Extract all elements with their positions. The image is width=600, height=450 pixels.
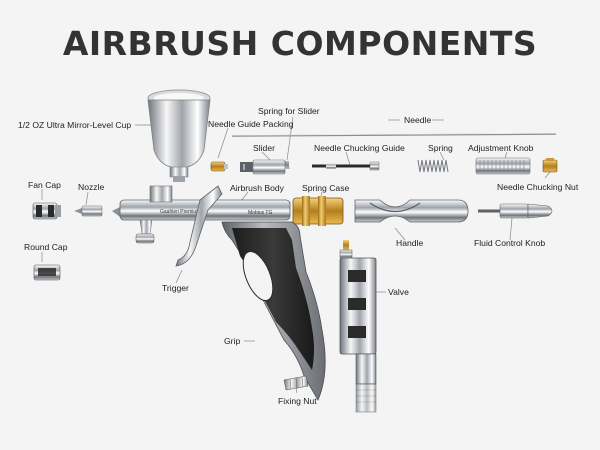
- label-spring: Spring: [428, 143, 453, 153]
- trigger: [175, 185, 223, 267]
- needle: [231, 133, 557, 137]
- leader-lines: [41, 116, 551, 394]
- label-fixing-nut: Fixing Nut: [278, 396, 317, 406]
- label-handle: Handle: [396, 238, 424, 248]
- paint-cup: [147, 89, 211, 182]
- label-trigger: Trigger: [162, 283, 189, 293]
- slider: [240, 159, 286, 175]
- spring-case: [292, 196, 344, 226]
- label-valve: Valve: [388, 287, 409, 297]
- label-needle-chucking-guide: Needle Chucking Guide: [314, 143, 405, 153]
- fan-cap: [32, 202, 61, 220]
- label-spring-for-slider: Spring for Slider: [258, 106, 320, 116]
- grip: [221, 221, 326, 401]
- label-needle: Needle: [404, 115, 432, 125]
- handle: [354, 199, 469, 223]
- needle-chucking-nut: [542, 158, 558, 173]
- label-fan-cap: Fan Cap: [28, 180, 61, 190]
- label-nozzle: Nozzle: [78, 182, 105, 192]
- label-grip: Grip: [224, 336, 241, 346]
- label-needle-chucking-nut: Needle Chucking Nut: [497, 182, 579, 192]
- label-round-cap: Round Cap: [24, 242, 68, 252]
- nozzle: [74, 205, 103, 217]
- spring: [417, 159, 449, 173]
- label-needle-guide-packing: Needle Guide Packing: [208, 119, 294, 129]
- needle-chucking-guide: [312, 161, 380, 171]
- label-fluid-control-knob: Fluid Control Knob: [474, 238, 546, 248]
- valve: [339, 240, 377, 413]
- label-slider: Slider: [253, 143, 275, 153]
- fluid-control-knob: [478, 203, 553, 219]
- label-spring-case: Spring Case: [302, 183, 350, 193]
- diagram-title: AIRBRUSH COMPONENTS: [62, 24, 538, 63]
- round-cap: [33, 264, 61, 281]
- label-airbrush-body: Airbrush Body: [230, 183, 284, 193]
- fixing-nut: [283, 375, 309, 391]
- needle-guide-packing: [210, 161, 228, 172]
- body-model-text: Mobius TG: [248, 210, 272, 216]
- label-cup: 1/2 OZ Ultra Mirror-Level Cup: [18, 120, 132, 130]
- adjustment-knob: [475, 157, 531, 175]
- body-brand-text: Gaahleri Premium: [160, 209, 200, 215]
- label-adjustment-knob: Adjustment Knob: [468, 143, 534, 153]
